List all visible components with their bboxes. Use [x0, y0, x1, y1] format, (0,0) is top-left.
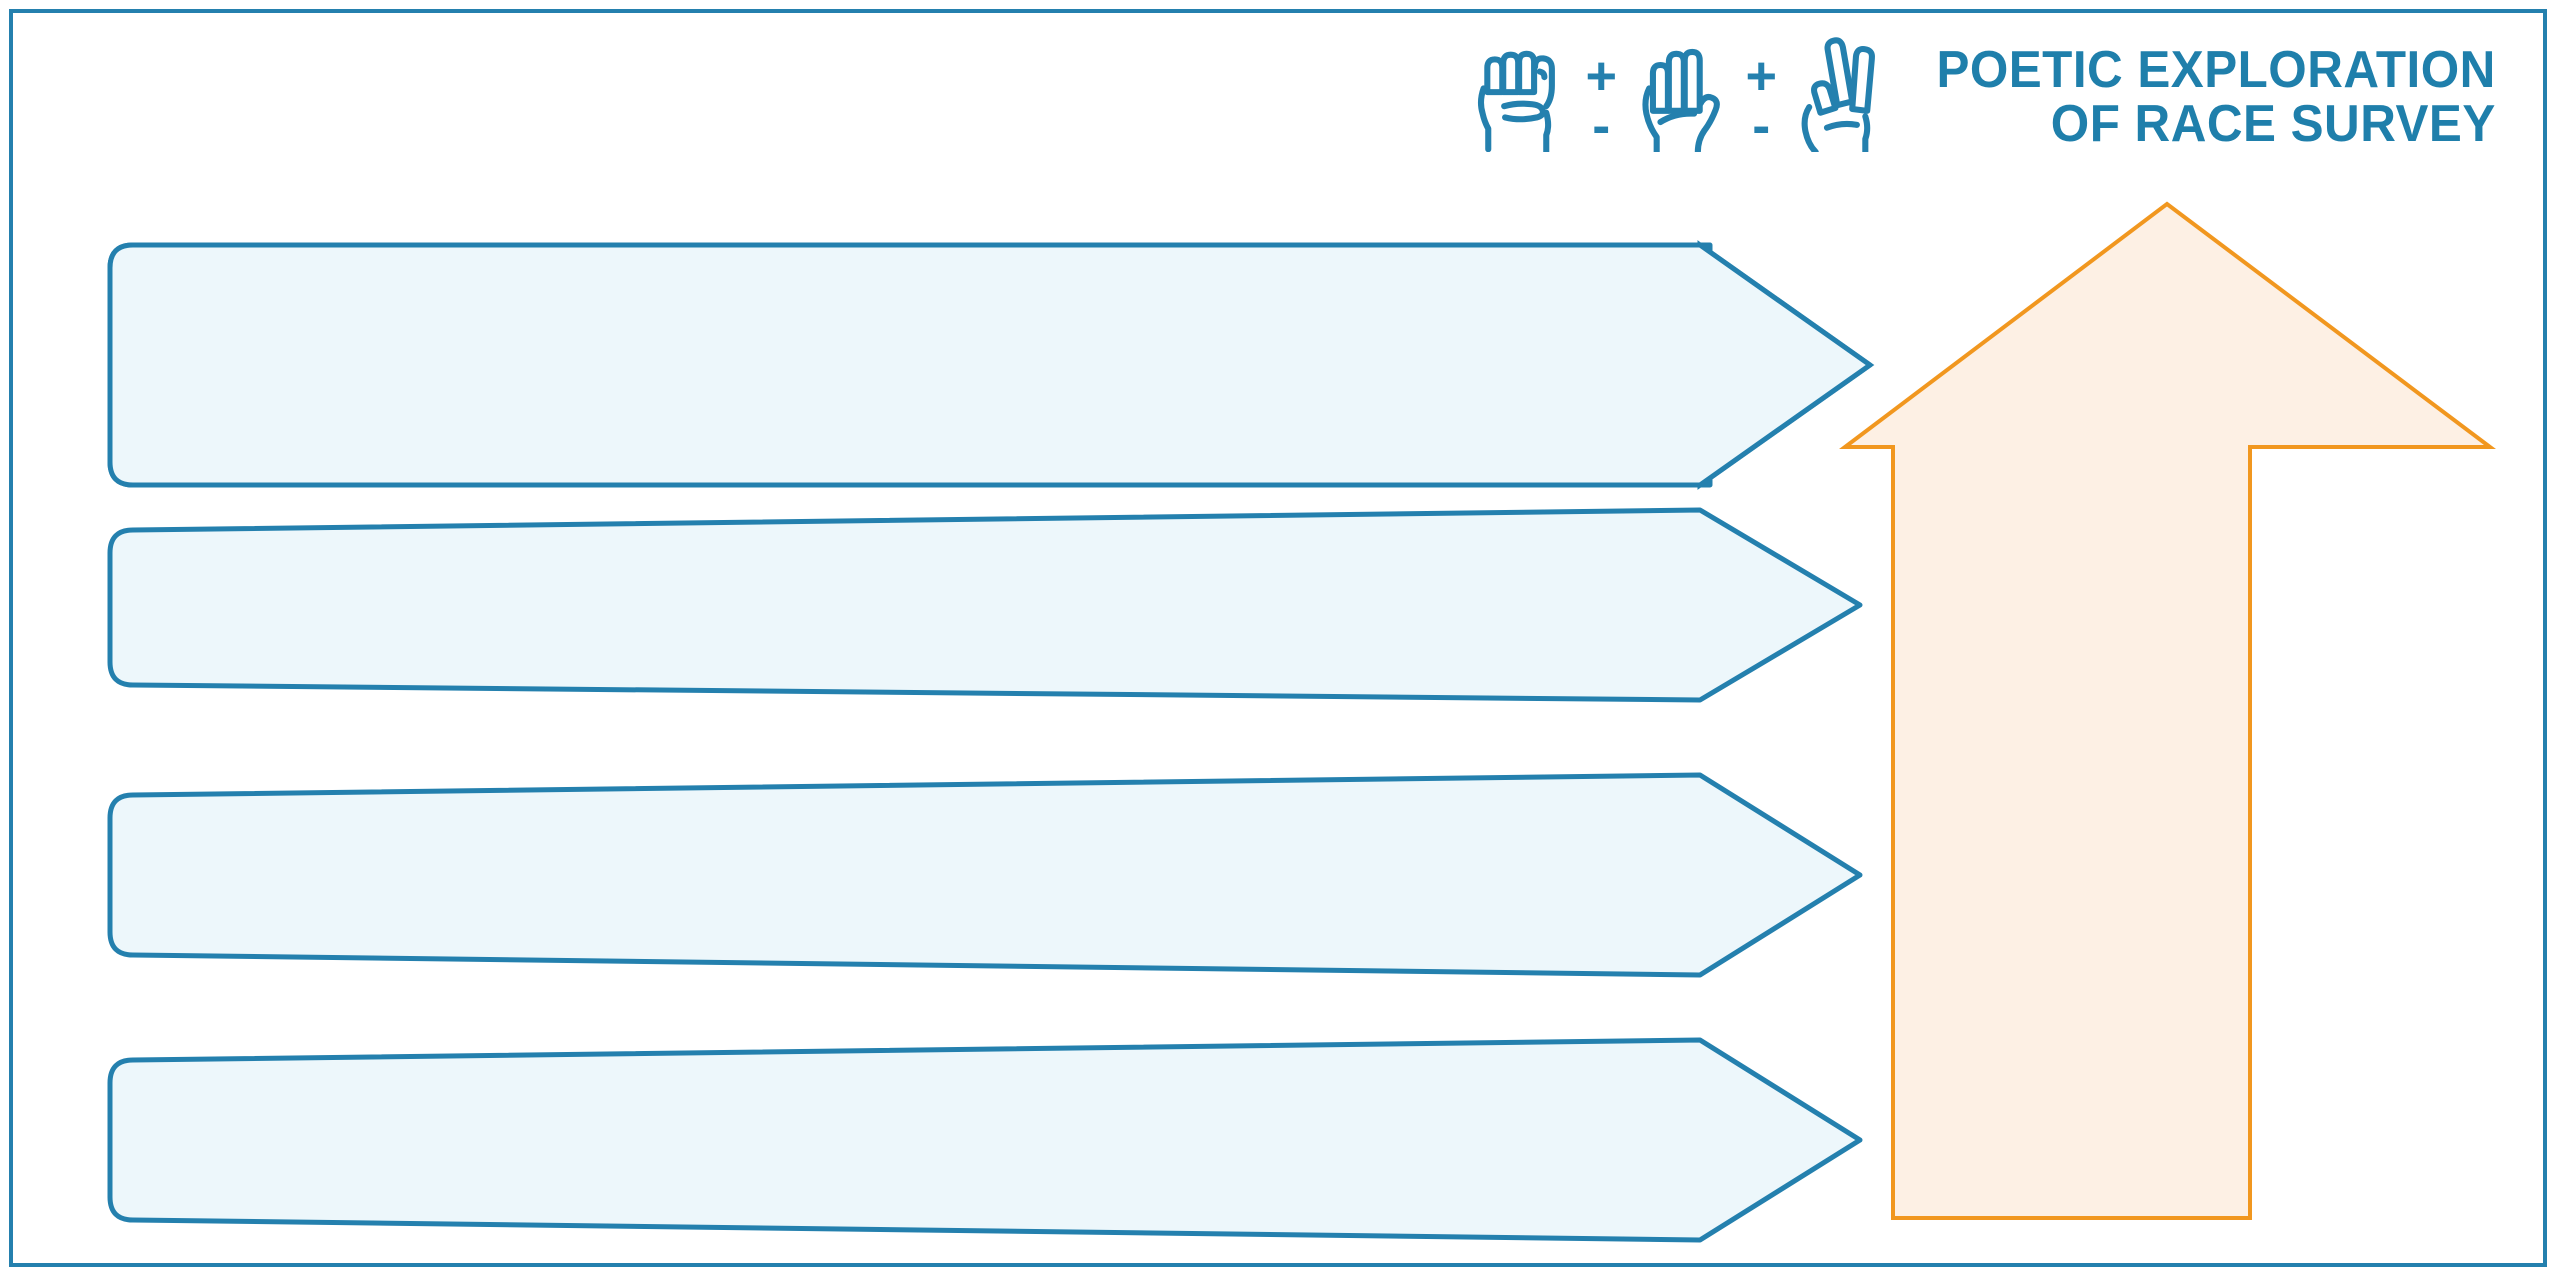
- blue-arrow-1-outline: [107, 242, 1873, 488]
- blue-arrow-2-outline: [107, 507, 1863, 703]
- blue-arrow-3[interactable]: [107, 772, 1863, 978]
- open-palm-hand-icon: [1642, 48, 1721, 152]
- plus-sign-2: +: [1745, 46, 1778, 107]
- raised-fist-icon: [1478, 50, 1556, 152]
- title-line-1: POETIC EXPLORATION: [1936, 41, 2496, 99]
- blue-arrow-1-edges: [107, 242, 1700, 488]
- separator-plus-minus-1: + -: [1573, 36, 1629, 157]
- plus-sign-1: +: [1585, 46, 1618, 107]
- blue-arrow-2[interactable]: [107, 507, 1863, 703]
- minus-sign-1: -: [1592, 96, 1611, 157]
- blue-arrow-4-outline: [107, 1037, 1863, 1243]
- peace-sign-hand-icon: [1801, 37, 1876, 152]
- separator-plus-minus-2: + -: [1733, 36, 1789, 157]
- minus-sign-2: -: [1752, 96, 1771, 157]
- title-line-2: OF RACE SURVEY: [2051, 94, 2496, 153]
- blue-arrow-4[interactable]: [107, 1037, 1863, 1243]
- orange-up-arrow[interactable]: [1839, 201, 2496, 1220]
- header-group: + - + -: [1386, 36, 2496, 176]
- blue-arrow-1[interactable]: [107, 240, 1875, 490]
- blue-arrow-3-outline: [107, 772, 1863, 978]
- page-title: POETIC EXPLORATION OF RACE SURVEY: [1936, 41, 2496, 153]
